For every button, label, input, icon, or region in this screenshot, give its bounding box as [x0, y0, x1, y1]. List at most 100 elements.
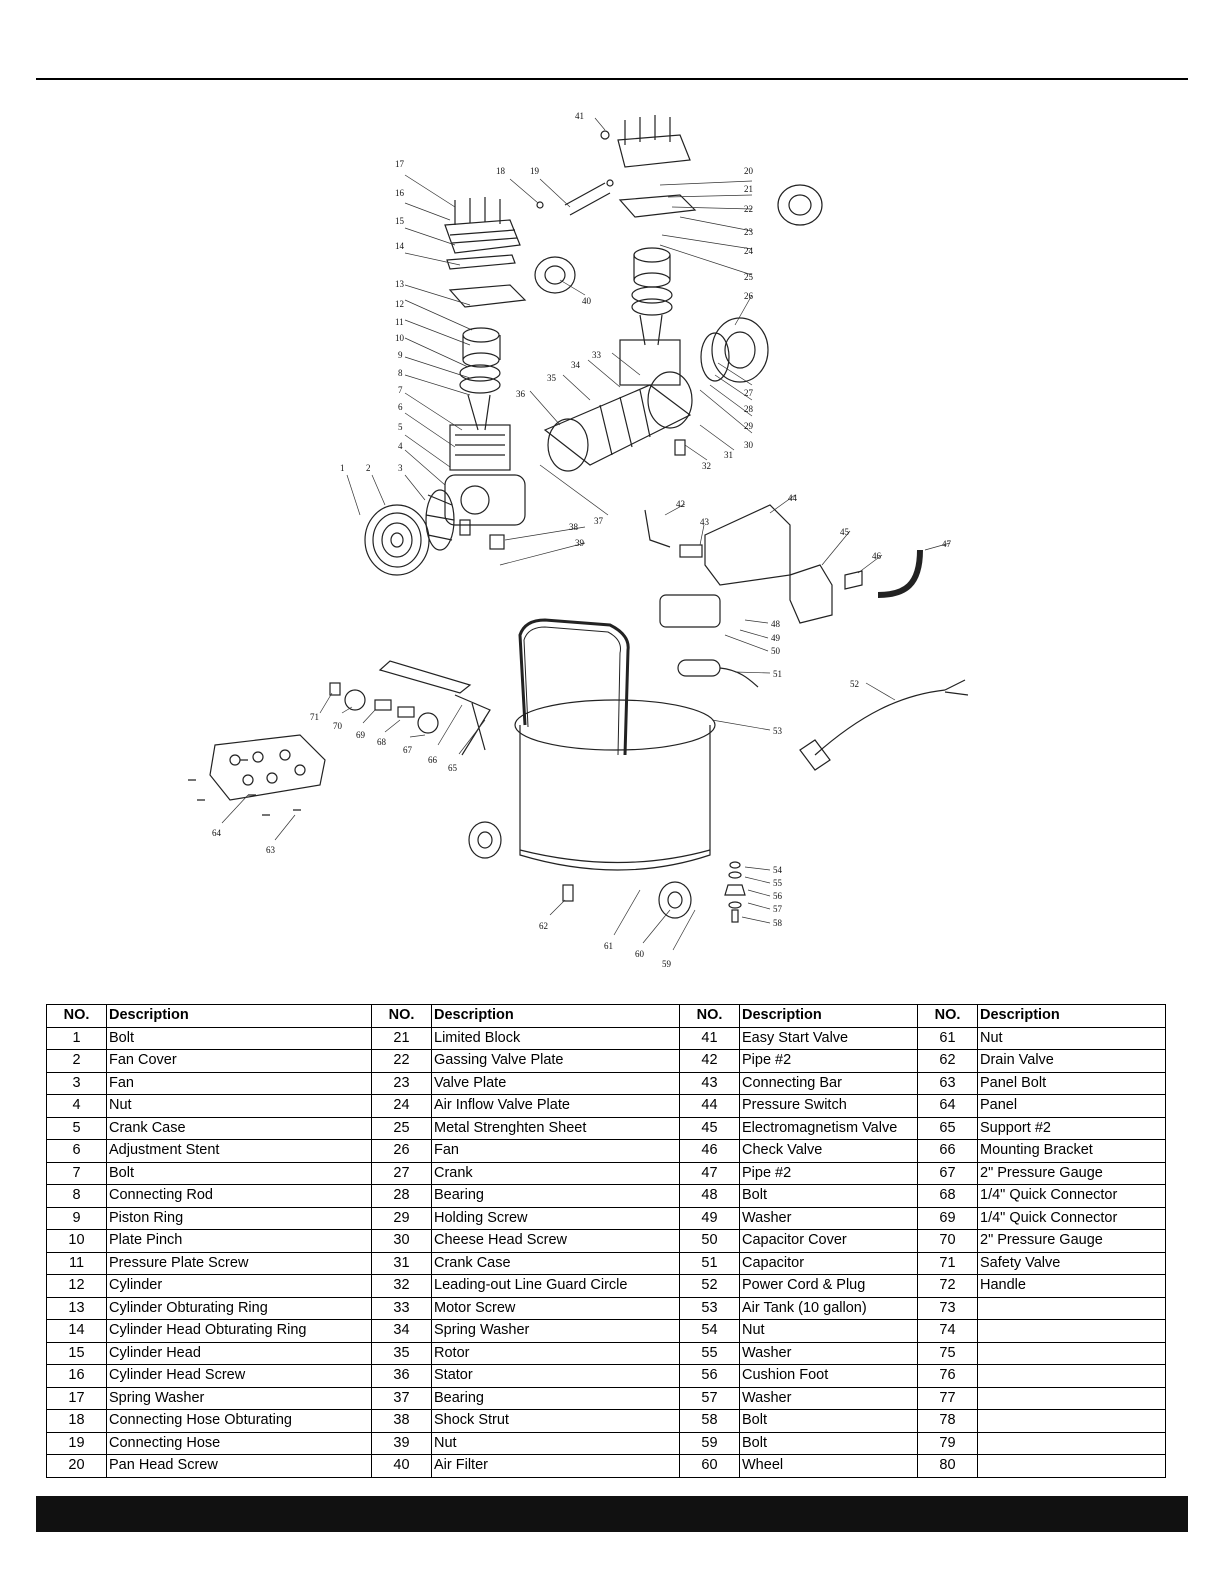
header-rule [36, 78, 1188, 80]
callout-8: 8 [398, 368, 403, 378]
part-number-cell: 4 [46, 1094, 107, 1118]
part-description-cell [977, 1409, 1166, 1433]
part-description-cell: Pressure Switch [739, 1094, 918, 1118]
part-number-cell: 56 [679, 1364, 740, 1388]
part-description-cell: Holding Screw [431, 1206, 680, 1230]
part-description-cell: Gassing Valve Plate [431, 1049, 680, 1073]
part-description-cell: Washer [739, 1206, 918, 1230]
part-description-cell: Check Valve [739, 1139, 918, 1163]
panel [209, 734, 326, 801]
part-description-cell: Valve Plate [431, 1071, 680, 1095]
air-filter-right [777, 184, 823, 226]
part-number-cell: 62 [917, 1049, 978, 1073]
part-description-cell: Metal Strenghten Sheet [431, 1116, 680, 1140]
callout-45: 45 [840, 527, 850, 537]
part-description-cell: Crank [431, 1161, 680, 1185]
callout-13: 13 [395, 279, 405, 289]
part-description-cell [977, 1341, 1166, 1365]
part-number-cell: 42 [679, 1049, 740, 1073]
part-number-cell: 15 [46, 1341, 107, 1365]
callout-9: 9 [398, 350, 403, 360]
crank-case-left [444, 474, 526, 526]
part-description-cell: Pipe #2 [739, 1049, 918, 1073]
part-description-cell: Pipe #2 [739, 1161, 918, 1185]
callout-7: 7 [398, 385, 403, 395]
column-header-no: NO. [679, 1004, 740, 1028]
part-number-cell: 34 [371, 1319, 432, 1343]
callout-51: 51 [773, 669, 782, 679]
callout-3: 3 [398, 463, 403, 473]
part-number-cell: 57 [679, 1386, 740, 1410]
part-number-cell: 68 [917, 1184, 978, 1208]
part-number-cell: 6 [46, 1139, 107, 1163]
part-number-cell: 63 [917, 1071, 978, 1095]
part-description-cell [977, 1364, 1166, 1388]
part-number-cell: 55 [679, 1341, 740, 1365]
part-description-cell: Cheese Head Screw [431, 1229, 680, 1253]
part-description-cell: Bearing [431, 1184, 680, 1208]
callout-47: 47 [942, 539, 952, 549]
part-description-cell: 2" Pressure Gauge [977, 1229, 1166, 1253]
callout-11: 11 [395, 317, 404, 327]
callout-37: 37 [594, 516, 604, 526]
part-number-cell: 70 [917, 1229, 978, 1253]
column-header-description: Description [106, 1004, 372, 1028]
part-number-cell: 19 [46, 1431, 107, 1455]
callout-62: 62 [539, 921, 548, 931]
callout-23: 23 [744, 227, 754, 237]
callout-56: 56 [773, 891, 783, 901]
part-number-cell: 65 [917, 1116, 978, 1140]
part-description-cell: Bolt [106, 1026, 372, 1050]
part-description-cell: Washer [739, 1341, 918, 1365]
callout-21: 21 [744, 184, 753, 194]
part-description-cell: Connecting Hose [106, 1431, 372, 1455]
callout-19: 19 [530, 166, 540, 176]
column-header-description: Description [431, 1004, 680, 1028]
part-description-cell: Pressure Plate Screw [106, 1251, 372, 1275]
part-number-cell: 31 [371, 1251, 432, 1275]
part-description-cell [977, 1319, 1166, 1343]
callout-58: 58 [773, 918, 783, 928]
callout-50: 50 [771, 646, 781, 656]
part-description-cell: Bolt [739, 1409, 918, 1433]
part-number-cell: 17 [46, 1386, 107, 1410]
part-description-cell: 2" Pressure Gauge [977, 1161, 1166, 1185]
part-description-cell: Crank Case [106, 1116, 372, 1140]
capacitor [677, 659, 721, 677]
pipe-42 [644, 509, 671, 548]
part-number-cell: 60 [679, 1454, 740, 1478]
part-number-cell: 80 [917, 1454, 978, 1478]
part-description-cell: Wheel [739, 1454, 918, 1478]
footer-bar [36, 1496, 1188, 1532]
part-description-cell: Bolt [106, 1161, 372, 1185]
callout-25: 25 [744, 272, 754, 282]
callout-12: 12 [395, 299, 404, 309]
callout-59: 59 [662, 959, 672, 969]
part-description-cell: Nut [431, 1431, 680, 1455]
part-number-cell: 35 [371, 1341, 432, 1365]
part-description-cell [977, 1431, 1166, 1455]
column-header-description: Description [739, 1004, 918, 1028]
part-number-cell: 10 [46, 1229, 107, 1253]
part-number-cell: 74 [917, 1319, 978, 1343]
callout-26: 26 [744, 291, 754, 301]
part-description-cell: Plate Pinch [106, 1229, 372, 1253]
callout-33: 33 [592, 350, 602, 360]
part-description-cell: Handle [977, 1274, 1166, 1298]
part-number-cell: 16 [46, 1364, 107, 1388]
callout-43: 43 [700, 517, 710, 527]
part-number-cell: 27 [371, 1161, 432, 1185]
callout-68: 68 [377, 737, 387, 747]
part-number-cell: 51 [679, 1251, 740, 1275]
part-description-cell: Motor Screw [431, 1296, 680, 1320]
callout-52: 52 [850, 679, 859, 689]
